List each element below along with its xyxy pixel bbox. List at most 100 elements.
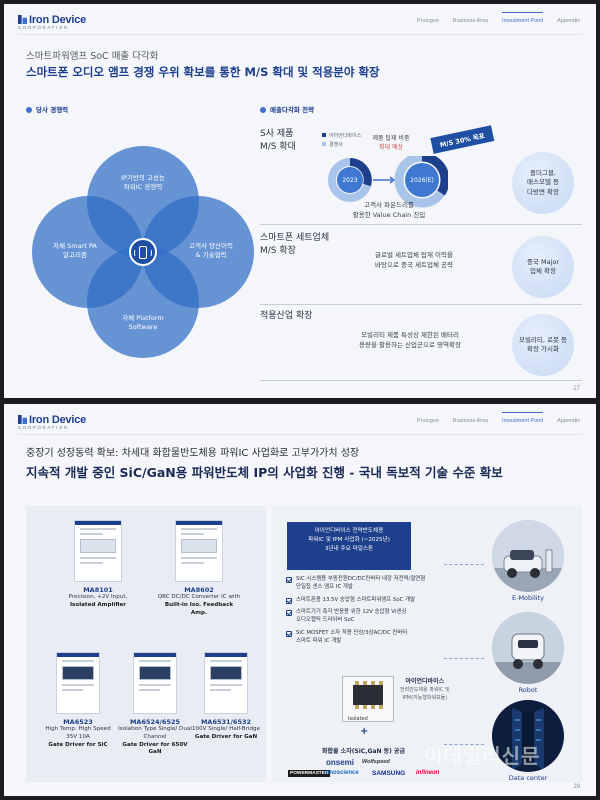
chart-legend: 아이언디바이스 경쟁사 (322, 132, 361, 150)
slide-title: 스마트폰 오디오 앰프 경쟁 우위 확보를 통한 M/S 확대 및 적용분야 확… (26, 65, 380, 79)
row-divider (260, 304, 582, 305)
product-desc-bold: Built-in Iso. Feedback Amp. (164, 601, 234, 616)
product-desc-text: Isolation Type Single/ Dual Channel (118, 726, 192, 740)
checkbox-icon (286, 610, 292, 617)
strategy-row-1-label: S사 제품 M/S 확대 (260, 129, 296, 152)
datacenter-image (492, 700, 564, 772)
logo-text: Iron Device (29, 414, 87, 426)
venn-circle-bottom (87, 246, 199, 358)
strategy-row-1-desc: 고객사 파운드리를 활용한 Value Chain 진입 (352, 201, 426, 220)
product-card-ma8101: MA8101 Precision, +2V Input,Isolated Amp… (60, 520, 136, 610)
nav-business-area[interactable]: Business Area (452, 18, 489, 24)
datasheet-icon (74, 520, 122, 582)
company-logo: Iron Device CORPORATION (18, 14, 86, 30)
donut-2023-center (337, 167, 363, 193)
nav-prologue[interactable]: Prologue (416, 418, 439, 424)
share-note-sub: 확대 예상 (379, 144, 403, 151)
product-name: MA6524/6525 (129, 718, 181, 726)
product-name: MA8101 (83, 586, 113, 594)
page-number: 27 (573, 386, 580, 392)
partner-logo-wolfspeed: Wolfspeed (362, 759, 390, 765)
venn-label-top: IP기반의 고성능 파워IC 경쟁력 (121, 174, 165, 191)
strategy-row-1-result: 폴더그블, 매스모델 등 다방면 확장 (512, 152, 574, 214)
nav-business-area[interactable]: Business Area (452, 418, 489, 424)
milestone-header-line: 3년내 주요 마일스톤 (324, 546, 374, 553)
partner-logo-innoscience: innoscience (324, 770, 359, 776)
partner-logos: POWERMASTER onsemi Wolfspeed innoscience… (288, 758, 464, 780)
product-desc-text: Precision, +2V Input, (68, 594, 128, 600)
section-title-text: 매출다각화 전략 (270, 106, 315, 114)
row-divider (260, 380, 582, 381)
milestone-text: 스마트폰용 13.5V 승압형 스마트파워앰프 SoC 개발 (296, 596, 416, 603)
slide-title: 지속적 개발 중인 SiC/GaN용 파워반도체 IP의 사업화 진행 - 국내… (26, 465, 503, 480)
connector-line (444, 564, 484, 565)
product-desc-bold: Gate Driver for SiC (48, 741, 108, 748)
milestone-header: 아이언디바이스 전략반도체용 파워IC 및 IPM 사업화 (~2025년) 3… (287, 522, 411, 570)
section-title-text: 당사 경쟁력 (36, 106, 69, 114)
app-label-datacenter: Data center (508, 774, 548, 782)
product-desc-text: QRC DC/DC Converter IC with (157, 594, 241, 600)
product-desc-text: 100V Single/ Half-Bridge (191, 726, 261, 732)
ms-target-badge: M/S 30% 목표 (430, 125, 494, 154)
product-desc-bold: Isolated Amplifier (69, 601, 127, 608)
smartphone-audio-icon (129, 238, 157, 266)
donut-2026-center (405, 163, 439, 197)
partner-logo-infineon: infineon (416, 770, 440, 776)
competitiveness-venn-diagram: IP기반의 고성능 파워IC 경쟁력 자체 Smart PA 알고리즘 고객사 … (18, 130, 268, 380)
partner-logo-onsemi: onsemi (326, 758, 355, 767)
logo-mark-icon (18, 15, 27, 24)
app-label-robot: Robot (518, 686, 538, 694)
arrow-head-icon (389, 176, 396, 184)
milestone-text: SiC 시스템용 부동전원DC/DC컨버터 내장 저전력/절연형 단일칩 센스 … (296, 576, 426, 590)
strategy-row-3-result: 모빌리티, 로봇 등 확장 가시화 (512, 314, 574, 376)
donut-label-2026: 2026(E) (410, 177, 434, 184)
brand-desc: 전력반도체용 파워IC 및 IPM(지능형파워모듈) (400, 687, 450, 701)
checkbox-icon (286, 597, 292, 604)
milestone-header-line: 아이언디바이스 전략반도체용 (314, 528, 384, 534)
strategy-row-3-label: 적용산업 확장 (260, 311, 313, 321)
connector-line (444, 744, 484, 745)
milestone-header-line: 파워IC 및 IPM 사업화 (~2025년) (308, 537, 390, 544)
datasheet-icon (56, 652, 100, 714)
logo-text: Iron Device (29, 14, 87, 26)
strategy-row-3-desc: 모빌리티 제품 특성상 제한된 배터리 용량을 활용하는 산업군으로 영역확장 (359, 331, 461, 350)
app-label-emobility: E-Mobility (512, 594, 544, 602)
legend-swatch-icon (322, 133, 326, 137)
header-divider (18, 434, 582, 435)
datasheet-icon (175, 520, 223, 582)
isolated-chip-icon (342, 676, 394, 722)
milestone-text: SiC MOSFET 소자 적용 단상/3상AC/DC 컨버터 스마트 파워 I… (296, 630, 408, 644)
top-navigation: Prologue Business Area Investment Point … (416, 412, 580, 424)
product-desc-text: High Temp. High Speed 35V 10A (45, 726, 111, 740)
isolated-label: Isolated (348, 716, 368, 722)
nav-appendix[interactable]: Appendix (557, 18, 580, 24)
share-note: 제품 탑재 비중 확대 예상 (360, 134, 422, 152)
share-donut-charts (328, 156, 448, 208)
product-panel (26, 506, 266, 782)
nav-prologue[interactable]: Prologue (416, 18, 439, 24)
venn-circles (32, 146, 254, 358)
milestone-item: 스마트기기 촉각 반응용 위한 12V 승압형 VI센싱 오디오햅틱 드라이버 … (286, 609, 436, 625)
milestone-item: SiC 시스템용 부동전원DC/DC컨버터 내장 저전력/절연형 단일칩 센스 … (286, 576, 436, 592)
nav-appendix[interactable]: Appendix (557, 418, 580, 424)
strategy-row-2-label: 스마트폰 세트업체 M/S 확장 (260, 233, 330, 256)
iron-device-power-ic: 아이언디바이스 전력반도체용 파워IC 및 IPM(지능형파워모듈) (400, 676, 450, 702)
partner-logo-powermaster: POWERMASTER (288, 770, 331, 777)
partner-logo-samsung: SAMSUNG (372, 770, 406, 777)
news-watermark: 이데일리신문 (424, 744, 541, 768)
venn-label-right: 고객사 양산이력 & 기술협력 (189, 242, 233, 259)
nav-investment-point[interactable]: Investment Point (502, 12, 544, 24)
nav-investment-point[interactable]: Investment Point (502, 412, 544, 424)
strategy-row-2-result: 중국 Major 업체 확장 (512, 236, 574, 298)
slide-subtitle: 중장기 성장동력 확보: 차세대 화합물반도체용 파워IC 사업화로 고부가가치… (26, 448, 360, 459)
row-divider (260, 224, 582, 225)
partner-title: 화합물 소자(SiC,GaN 등) 공급 (322, 748, 405, 755)
milestone-text: 스마트기기 촉각 반응용 위한 12V 승압형 VI센싱 오디오햅틱 드라이버 … (296, 609, 407, 624)
checkbox-icon (286, 631, 292, 638)
strategy-row-2-desc: 글로벌 세트업체 탑재 이력을 바탕으로 중국 세트업체 공략 (375, 251, 453, 270)
logo-subtext: CORPORATION (18, 425, 69, 430)
